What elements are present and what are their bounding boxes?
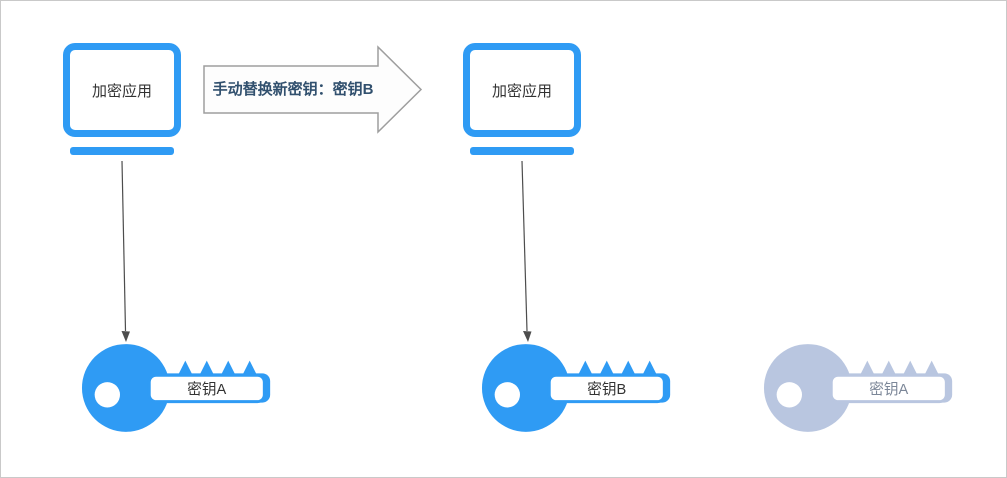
key-icon-faded: 密钥A (763, 344, 953, 432)
app-node-after: 加密应用 (463, 43, 581, 155)
connector-line-left (121, 160, 127, 332)
key-a-retired: 密钥A (763, 337, 958, 435)
transition-arrow-label: 手动替换新密钥：密钥B (212, 80, 374, 98)
monitor-icon: 加密应用 (63, 43, 181, 137)
monitor-icon: 加密应用 (463, 43, 581, 137)
app-node-label: 加密应用 (491, 82, 552, 100)
transition-arrow: 手动替换新密钥：密钥B (203, 45, 423, 134)
monitor-base-icon (70, 147, 174, 155)
key-label: 密钥A (187, 381, 226, 398)
connector-line-right (521, 160, 528, 332)
monitor-base-icon (470, 147, 574, 155)
key-label: 密钥B (587, 381, 626, 398)
app-node-before: 加密应用 (63, 43, 181, 155)
key-label: 密钥A (869, 381, 908, 398)
key-icon: 密钥A (81, 344, 271, 432)
key-b-new: 密钥B (481, 337, 676, 435)
app-node-label: 加密应用 (91, 82, 152, 100)
key-icon: 密钥B (481, 344, 671, 432)
key-a-active: 密钥A (81, 337, 276, 435)
block-arrow-icon (203, 45, 423, 134)
